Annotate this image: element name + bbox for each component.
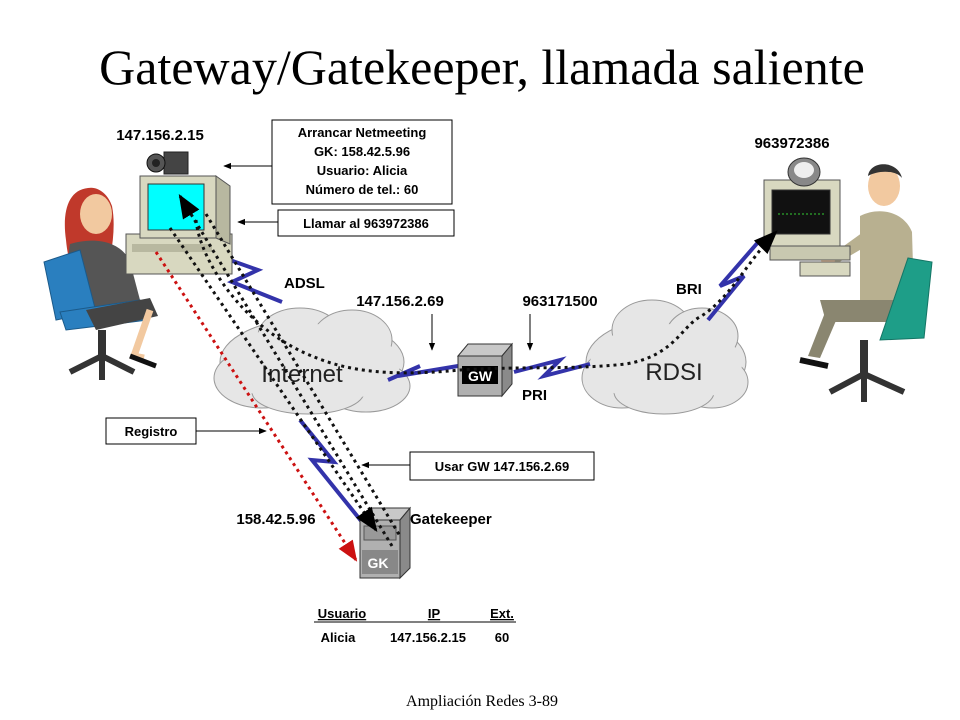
usar-gw-callout: Usar GW 147.156.2.69 [409,451,595,481]
gateway-device [456,342,514,398]
gw-ip-label: 147.156.2.69 [356,293,444,310]
gk-table-header-ip: IP [428,606,441,621]
gatekeeper-device-label: GK [368,555,389,571]
registro-text: Registro [125,424,178,439]
llamar-text: Llamar al 963972386 [303,216,429,231]
gatekeeper-name-label: Gatekeeper [410,511,492,528]
netmeeting-line-2: GK: 158.42.5.96 [314,144,410,159]
usar-gw-text: Usar GW 147.156.2.69 [435,459,569,474]
pc-ip-label: 147.156.2.15 [116,127,204,144]
gk-table-cell-usuario: Alicia [321,630,356,645]
gk-registration-table: Usuario IP Ext. Alicia 147.156.2.15 60 [314,606,516,645]
gk-table-cell-ip: 147.156.2.15 [390,630,466,645]
gateway-label: GW [468,368,493,384]
video-camera-icon [787,157,821,187]
internet-cloud [213,307,411,415]
rdsi-cloud-label: RDSI [645,359,702,386]
gw-number-label: 963171500 [522,293,597,310]
gk-ip-label: 158.42.5.96 [236,511,315,528]
video-camera-icon [146,151,189,175]
pc-screen-right [771,189,831,235]
llamar-callout: Llamar al 963972386 [277,209,455,237]
gatekeeper-device [358,506,412,580]
pc-computer-left [125,151,233,275]
netmeeting-line-3: Usuario: Alicia [317,163,408,178]
gk-table-header-usuario: Usuario [318,606,366,621]
pc-computer-right [763,157,851,277]
netmeeting-callout: Arrancar Netmeeting GK: 158.42.5.96 Usua… [271,119,453,205]
user-woman-figure [43,187,163,380]
bri-link [706,238,762,322]
gk-to-pc-path [178,193,394,547]
registration-path [154,251,358,562]
footer-text: Ampliación Redes 3-89 [406,693,558,710]
gk-table-header-ext: Ext. [490,606,514,621]
netmeeting-line-4: Número de tel.: 60 [306,182,419,197]
page-title: Gateway/Gatekeeper, llamada saliente [99,39,865,95]
pc-to-gk-path [168,227,378,532]
pri-label: PRI [522,387,547,404]
rdsi-cloud [581,299,749,415]
netmeeting-line-1: Arrancar Netmeeting [298,125,427,140]
pc-screen [147,183,205,231]
phone-number-label: 963972386 [754,135,829,152]
bri-label: BRI [676,281,702,298]
user-man-figure [799,164,933,402]
internet-cloud-label: Internet [261,361,343,388]
adsl-label: ADSL [284,275,325,292]
gk-table-cell-ext: 60 [495,630,509,645]
registro-callout: Registro [105,417,197,445]
gk-link [298,418,364,524]
